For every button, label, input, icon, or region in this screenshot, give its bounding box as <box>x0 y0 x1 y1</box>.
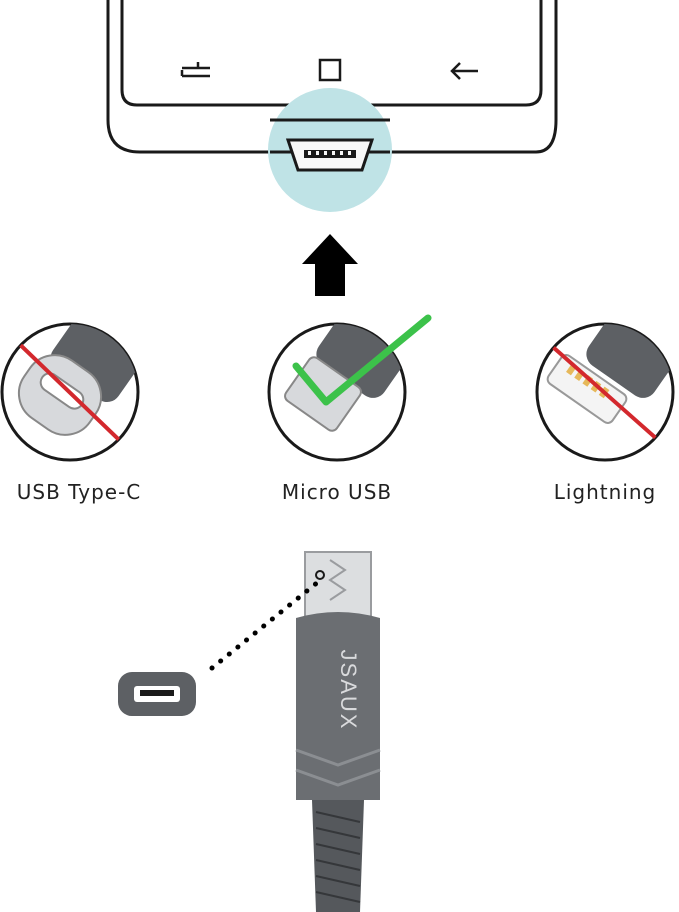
recent-apps-icon <box>180 62 210 78</box>
back-icon <box>450 62 478 80</box>
insert-arrow-icon <box>302 234 358 296</box>
micro-usb-option <box>267 322 407 462</box>
micro-usb-plug-icon <box>118 672 196 716</box>
lightning-label: Lightning <box>553 480 657 504</box>
home-icon <box>318 58 342 82</box>
check-icon <box>292 314 432 406</box>
usb-type-c-option <box>0 322 140 462</box>
micro-usb-port-icon <box>285 138 375 172</box>
micro-usb-cable: JSAUX <box>295 551 381 912</box>
cable-brand: JSAUX <box>336 650 361 731</box>
lightning-option <box>535 322 675 462</box>
usb-type-c-label: USB Type-C <box>16 480 142 504</box>
micro-usb-label: Micro USB <box>281 480 393 504</box>
pointer-dots <box>209 579 321 671</box>
